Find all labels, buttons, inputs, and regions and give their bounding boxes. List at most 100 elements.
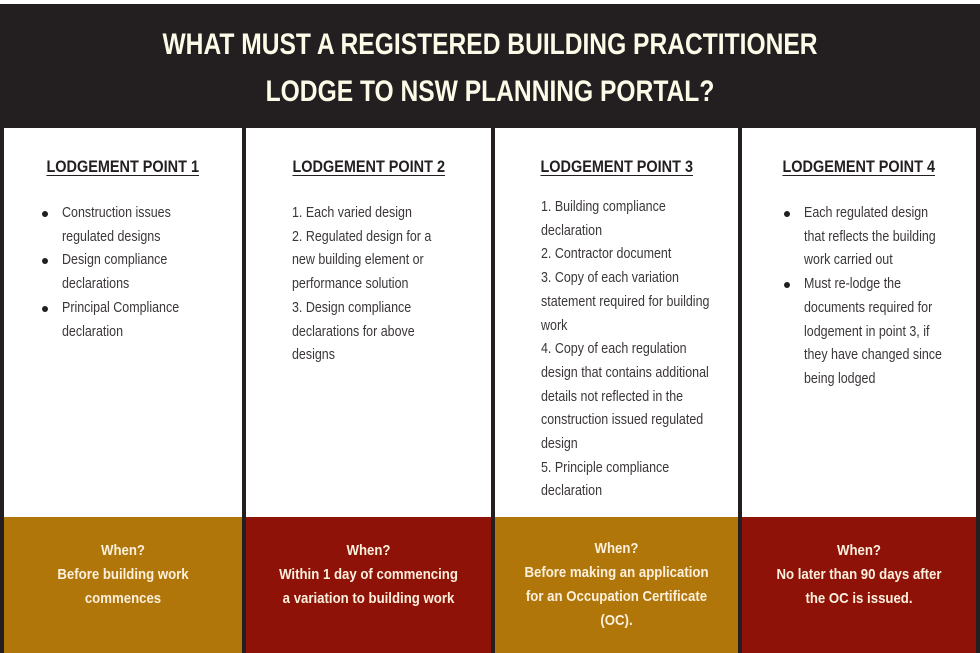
- list-line: 3. Copy of each variation: [541, 267, 737, 291]
- when-label: When?: [346, 542, 391, 559]
- list-item: Must re-lodge the: [780, 273, 964, 297]
- top-border: [0, 0, 980, 4]
- column-title-text: LODGEMENT POINT 3: [540, 157, 693, 176]
- list-item-continuation: that reflects the building: [780, 226, 964, 250]
- list-item: Construction issues: [38, 202, 198, 226]
- list-item-continuation: they have changed since: [780, 344, 964, 368]
- bullet-icon: [42, 211, 48, 217]
- list-line: design that contains additional: [541, 362, 737, 386]
- list-item-continuation: documents required for: [780, 297, 964, 321]
- when-box: When? Before making an application for a…: [495, 517, 738, 653]
- when-text: (OC).: [600, 612, 633, 629]
- lodgement-point-4-column: LODGEMENT POINT 4 Each regulated design …: [742, 128, 976, 653]
- list-item: Design compliance: [38, 249, 198, 273]
- column-title-text: LODGEMENT POINT 4: [782, 157, 936, 176]
- requirements-list: 1. Building compliance declaration 2. Co…: [541, 196, 737, 504]
- when-text: for an Occupation Certificate: [525, 588, 708, 605]
- list-line: 3. Design compliance: [292, 297, 454, 321]
- column-title: LODGEMENT POINT 1: [4, 157, 242, 177]
- list-item-continuation: declaration: [38, 321, 198, 345]
- when-box: When? Within 1 day of commencing a varia…: [246, 517, 491, 653]
- list-line: statement required for building: [541, 291, 737, 315]
- list-line: 2. Contractor document: [541, 243, 737, 267]
- list-item-text: 1. Each varied design: [292, 205, 412, 221]
- list-item-continuation: regulated designs: [38, 226, 198, 250]
- when-text: commences: [84, 590, 162, 607]
- list-item-text: Each regulated design: [804, 205, 929, 221]
- when-text: a variation to building work: [282, 590, 455, 607]
- page-title-line-2: LODGE TO NSW PLANNING PORTAL?: [265, 75, 715, 108]
- list-item-text: design: [541, 436, 578, 453]
- list-item-text: being lodged: [804, 370, 876, 387]
- column-title-text: LODGEMENT POINT 2: [292, 157, 445, 176]
- list-item-text: 3. Design compliance: [292, 299, 412, 316]
- list-item-text: declaration: [541, 222, 603, 239]
- list-line: designs: [292, 344, 454, 368]
- list-item-text: declarations: [62, 276, 130, 293]
- list-line: declaration: [541, 220, 737, 244]
- list-item-text: 3. Copy of each variation: [541, 270, 679, 287]
- list-item-text: Must re-lodge the: [804, 276, 902, 293]
- list-line: 1. Each varied design: [292, 202, 454, 226]
- list-item-continuation: declarations: [38, 273, 198, 297]
- bullet-icon: [784, 282, 790, 289]
- list-item-text: regulated designs: [62, 228, 161, 245]
- page-header: WHAT MUST A REGISTERED BUILDING PRACTITI…: [0, 4, 980, 128]
- list-item-text: work carried out: [804, 252, 893, 269]
- list-item: Principal Compliance: [38, 297, 198, 321]
- requirements-list: Each regulated design that reflects the …: [780, 202, 964, 392]
- when-box: When? Before building work commences: [4, 517, 242, 653]
- when-box: When? No later than 90 days after the OC…: [742, 517, 976, 653]
- list-line: performance solution: [292, 273, 454, 297]
- list-line: new building element or: [292, 249, 454, 273]
- lodgement-point-3-column: LODGEMENT POINT 3 1. Building compliance…: [495, 128, 738, 653]
- list-line: declaration: [541, 480, 737, 504]
- list-line: construction issued regulated: [541, 409, 737, 433]
- list-line: 4. Copy of each regulation: [541, 338, 737, 362]
- list-item-continuation: work carried out: [780, 249, 964, 273]
- column-title: LODGEMENT POINT 4: [742, 157, 976, 177]
- column-title-text: LODGEMENT POINT 1: [46, 157, 200, 176]
- requirements-list: Construction issues regulated designs De…: [38, 202, 198, 344]
- list-item-text: declarations for above: [292, 323, 415, 340]
- when-text: Within 1 day of commencing: [279, 566, 458, 583]
- lodgement-point-2-column: LODGEMENT POINT 2 1. Each varied design …: [246, 128, 491, 653]
- when-label: When?: [101, 542, 145, 559]
- list-item-text: 4. Copy of each regulation: [541, 341, 687, 358]
- when-text: Before building work: [57, 566, 189, 583]
- list-item-text: details not reflected in the: [541, 388, 684, 405]
- list-item-text: Design compliance: [62, 252, 168, 269]
- list-item-text: Principal Compliance: [62, 299, 180, 316]
- list-item-text: 2. Contractor document: [541, 246, 672, 263]
- bullet-icon: [784, 211, 790, 217]
- list-item-text: 5. Principle compliance: [541, 459, 670, 476]
- list-line: design: [541, 433, 737, 457]
- list-item-text: designs: [292, 347, 335, 364]
- page-title-line-1: WHAT MUST A REGISTERED BUILDING PRACTITI…: [162, 28, 818, 61]
- list-item-text: work: [541, 317, 568, 334]
- list-item-text: design that contains additional: [541, 364, 709, 381]
- list-item-text: they have changed since: [804, 347, 942, 364]
- list-item-continuation: being lodged: [780, 368, 964, 392]
- bullet-icon: [42, 305, 48, 312]
- column-title: LODGEMENT POINT 3: [495, 157, 738, 177]
- list-item-text: construction issued regulated: [541, 412, 704, 429]
- list-item-text: statement required for building: [541, 293, 710, 310]
- list-line: 5. Principle compliance: [541, 457, 737, 481]
- list-item-text: performance solution: [292, 276, 409, 293]
- list-item-text: documents required for: [804, 299, 933, 316]
- column-title: LODGEMENT POINT 2: [246, 157, 491, 177]
- list-line: work: [541, 315, 737, 339]
- list-line: 2. Regulated design for a: [292, 226, 454, 250]
- list-item-text: 1. Building compliance: [541, 199, 666, 215]
- when-label: When?: [594, 540, 639, 557]
- when-label: When?: [837, 542, 881, 559]
- requirements-list: 1. Each varied design 2. Regulated desig…: [292, 202, 454, 368]
- list-line: 1. Building compliance: [541, 196, 737, 220]
- when-text: Before making an application: [524, 564, 709, 581]
- list-item-text: declaration: [62, 323, 124, 340]
- when-text: the OC is issued.: [805, 590, 913, 607]
- list-line: declarations for above: [292, 321, 454, 345]
- list-item-text: that reflects the building: [804, 228, 936, 245]
- list-item-text: 2. Regulated design for a: [292, 228, 432, 245]
